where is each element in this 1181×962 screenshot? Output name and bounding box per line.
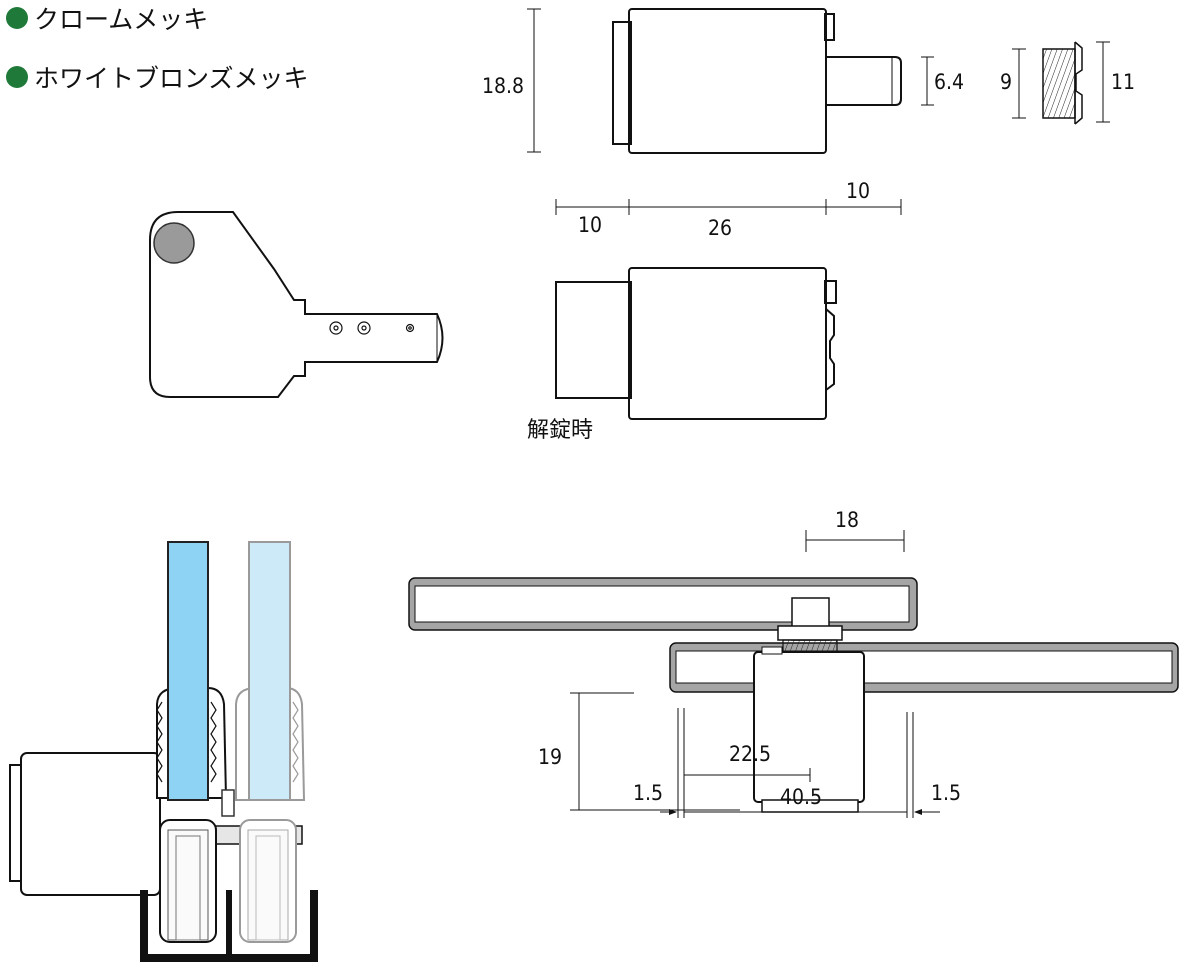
key-holes [329, 321, 415, 335]
cylinder-unlocked-view [555, 267, 837, 420]
dim-label-body-length: 26 [708, 216, 733, 240]
dim-label-body-height: 18.8 [482, 74, 525, 98]
dim-label-thread-inner: 9 [1000, 70, 1013, 94]
legend-label-white-bronze: ホワイトブロンズメッキ [34, 64, 309, 93]
legend-dot-white-bronze [6, 66, 28, 88]
dim-label-thread-outer: 11 [1111, 70, 1136, 94]
threaded-nut-drawing [1012, 41, 1110, 125]
legend-label-chrome: クロームメッキ [34, 5, 209, 34]
dim-label-span: 40.5 [780, 785, 823, 809]
legend-dot-chrome [6, 7, 28, 29]
unlocked-state-label: 解錠時 [527, 418, 594, 443]
dim-label-left-clearance: 1.5 [633, 781, 664, 805]
rail-top-view [408, 530, 1179, 818]
dim-label-depth: 19 [538, 745, 563, 769]
dim-label-left-length: 10 [578, 213, 603, 237]
dim-label-shaft-length: 10 [846, 179, 871, 203]
key-grip-dot [153, 222, 195, 264]
legend-item-white-bronze: ホワイトブロンズメッキ [6, 59, 309, 95]
legend-item-chrome: クロームメッキ [6, 0, 208, 36]
dim-label-shaft-diameter: 6.4 [934, 70, 965, 94]
dim-label-right-clearance: 1.5 [931, 781, 962, 805]
dim-length-row [555, 199, 902, 215]
dim-label-top-offset: 18 [835, 508, 860, 532]
key-drawing [149, 211, 444, 398]
dim-shaft-diameter [921, 56, 934, 106]
cylinder-side-view [612, 8, 902, 154]
dim-label-center-offset: 22.5 [729, 742, 772, 766]
dim-body-height [527, 8, 541, 153]
glass-cross-section [9, 541, 318, 962]
